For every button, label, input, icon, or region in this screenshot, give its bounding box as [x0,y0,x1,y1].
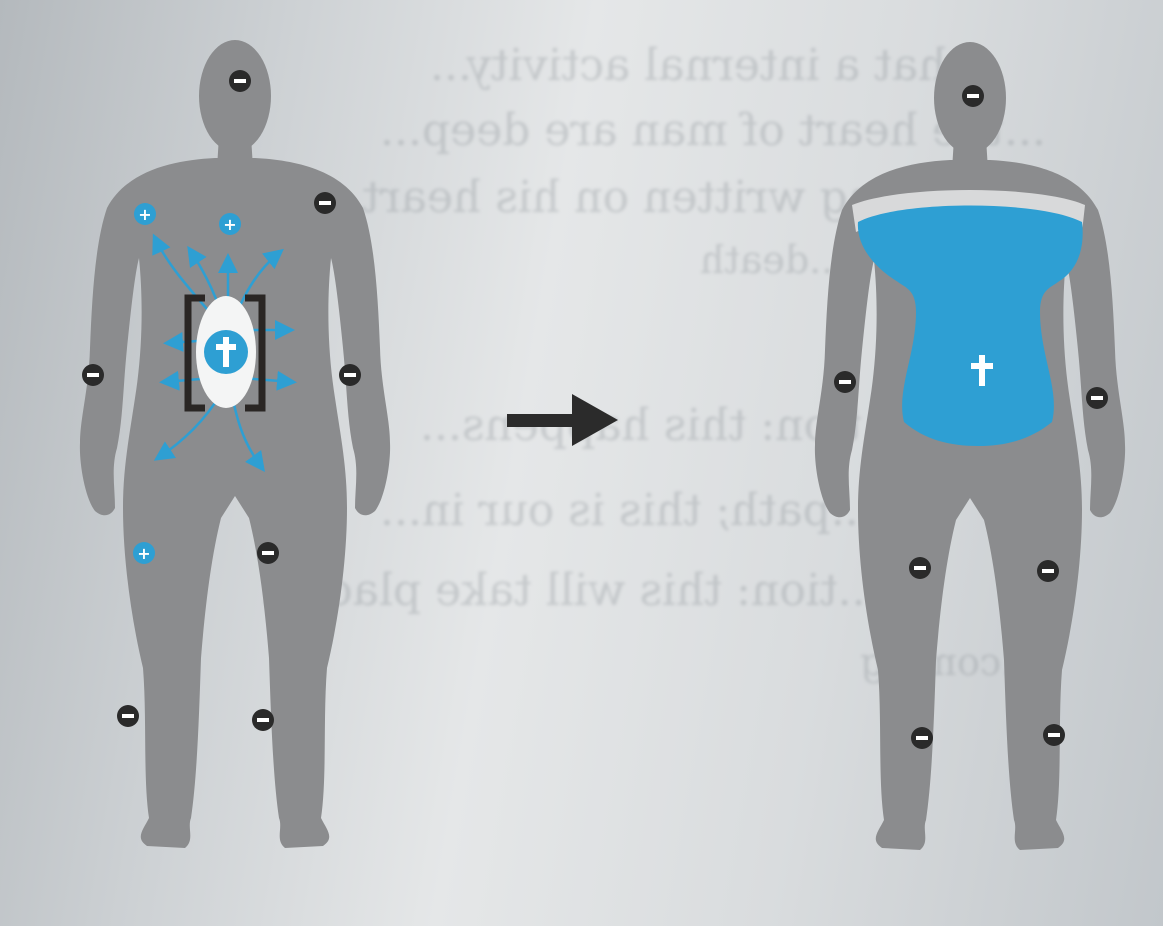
minus-icon [339,364,361,386]
cross-icon [204,330,248,374]
svg-text:+: + [137,544,150,563]
minus-icon [117,705,139,727]
minus-icon [82,364,104,386]
right-arrow-icon [507,394,618,446]
minus-icon [1086,387,1108,409]
minus-icon [314,192,336,214]
figure-after [815,42,1125,850]
minus-icon [229,70,251,92]
minus-icon [834,371,856,393]
svg-text:+: + [138,205,151,224]
plus-icon: + [133,542,155,564]
plus-icon: + [219,213,241,235]
minus-icon [252,709,274,731]
human-silhouette-right [815,42,1125,850]
minus-icon [1037,560,1059,582]
minus-icon [909,557,931,579]
minus-icon [1043,724,1065,746]
plus-icon: + [134,203,156,225]
minus-icon [257,542,279,564]
svg-text:+: + [223,215,236,234]
minus-icon [962,85,984,107]
minus-icon [911,727,933,749]
figure-before: + + + [80,40,390,848]
